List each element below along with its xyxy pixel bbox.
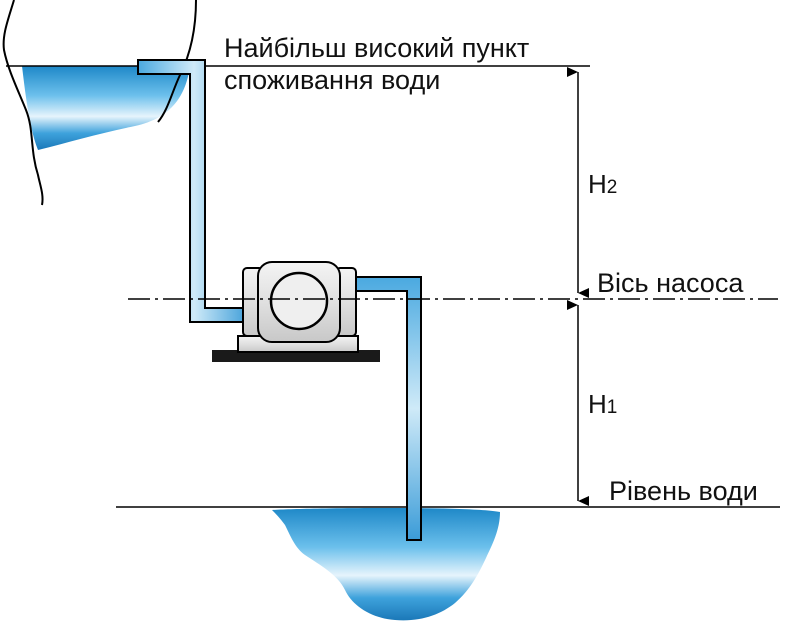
pump-axis-label: Вісь насоса xyxy=(597,268,744,298)
pump-impeller-housing xyxy=(269,271,329,331)
h1-subscript: 1 xyxy=(607,397,618,418)
h2-subscript: 2 xyxy=(607,177,618,198)
lower-reservoir xyxy=(272,508,500,621)
suction-pipe xyxy=(349,276,422,541)
top-point-label-line1: Найбільш високий пункт xyxy=(224,33,529,63)
h1-label: H1 xyxy=(588,389,617,419)
top-point-label-line2: споживання води xyxy=(224,65,440,95)
h1-letter: H xyxy=(588,389,607,419)
upper-reservoir xyxy=(2,0,197,206)
pump xyxy=(212,261,380,362)
h2-letter: H xyxy=(588,169,607,199)
water-level-label: Рівень води xyxy=(609,476,758,506)
h2-label: H2 xyxy=(588,169,617,199)
